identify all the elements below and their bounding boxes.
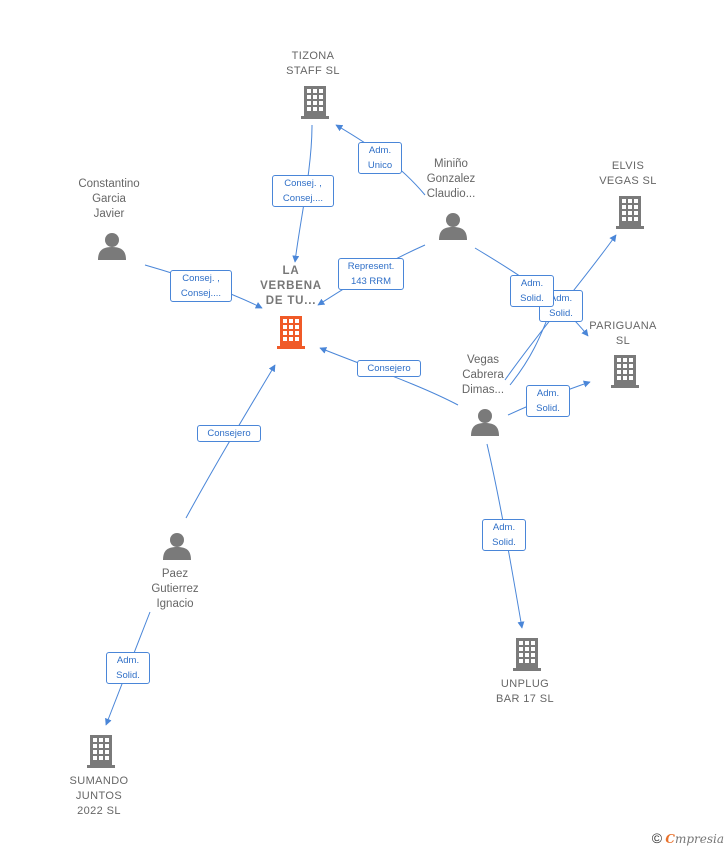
edge-label-e1[interactable]: Consej. , Consej.... — [272, 175, 334, 207]
edge-label-e2[interactable]: Adm. Unico — [358, 142, 402, 174]
node-label-elvis[interactable]: ELVIS VEGAS SL — [599, 160, 657, 187]
footer-brand[interactable]: © Cmpresia — [652, 830, 724, 846]
node-label-minino[interactable]: Miniño Gonzalez Claudio... — [426, 158, 476, 200]
person-icon-vegas — [471, 409, 499, 436]
building-icon-unplug — [513, 638, 541, 671]
edge-label-e11[interactable]: Adm. Solid. — [106, 652, 150, 684]
edge-label-e3[interactable]: Consej. , Consej.... — [170, 270, 232, 302]
edge-label-e6[interactable]: Adm. Solid. — [510, 275, 554, 307]
building-icon-sumando — [87, 735, 115, 768]
person-icon-constantino — [98, 233, 126, 260]
node-label-vegas[interactable]: Vegas Cabrera Dimas... — [461, 354, 505, 396]
node-label-paez[interactable]: Paez Gutierrez Ignacio — [151, 568, 199, 610]
node-label-tizona[interactable]: TIZONA STAFF SL — [286, 50, 340, 77]
node-label-sumando[interactable]: SUMANDO JUNTOS 2022 SL — [69, 775, 129, 817]
node-label-constantino[interactable]: Constantino Garcia Javier — [78, 178, 140, 220]
edge-label-e4[interactable]: Represent. 143 RRM — [338, 258, 404, 290]
building-icon-tizona — [301, 86, 329, 119]
building-icon-pariguana — [611, 355, 639, 388]
edge-label-e7[interactable]: Consejero — [357, 360, 421, 377]
node-label-unplug[interactable]: UNPLUG BAR 17 SL — [495, 678, 555, 705]
edge-label-e9[interactable]: Adm. Solid. — [482, 519, 526, 551]
node-label-pariguana[interactable]: PARIGUANA SL — [589, 320, 657, 347]
building-icon-elvis — [616, 196, 644, 229]
edge-label-e10[interactable]: Consejero — [197, 425, 261, 442]
edge-label-e8[interactable]: Adm. Solid. — [526, 385, 570, 417]
copyright-icon: © — [651, 830, 663, 846]
person-icon-minino — [439, 213, 467, 240]
node-label-verbena[interactable]: LA VERBENA DE TU... — [260, 265, 322, 307]
building-icon-verbena — [277, 316, 305, 349]
person-icon-paez — [163, 533, 191, 560]
brand-logo: Cmpresia — [665, 832, 724, 846]
